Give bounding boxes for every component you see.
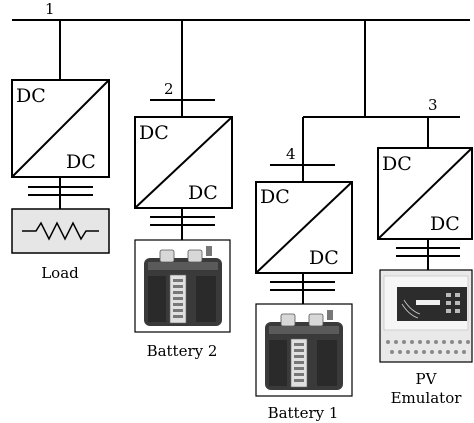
resistor-zigzag-icon bbox=[22, 221, 99, 241]
battery2-converter-bottom-label: DC bbox=[188, 182, 218, 204]
battery2-converter-top-label: DC bbox=[139, 122, 169, 144]
battery2-converter-diagonal bbox=[134, 116, 233, 209]
battery2-caption: Battery 2 bbox=[147, 342, 218, 360]
load-converter-top-label: DC bbox=[16, 85, 46, 107]
pv-converter-bottom-label: DC bbox=[430, 213, 460, 235]
battery1-image bbox=[255, 303, 353, 397]
battery2-image bbox=[134, 239, 231, 333]
pv-caption-line2: Emulator bbox=[391, 389, 463, 407]
load-converter-diagonal bbox=[11, 79, 110, 178]
load-resistor bbox=[11, 208, 110, 254]
pv-converter-box bbox=[377, 147, 473, 240]
bus-3-label: 3 bbox=[428, 96, 438, 114]
pv-emulator-image bbox=[379, 269, 473, 363]
bus-2-label: 2 bbox=[164, 80, 174, 98]
load-converter-bottom-label: DC bbox=[66, 151, 96, 173]
wiring bbox=[11, 19, 473, 304]
pv-caption-line1: PV bbox=[416, 370, 438, 388]
pv-converter-top-label: DC bbox=[382, 153, 412, 175]
battery2-converter-box bbox=[134, 116, 233, 209]
bus-1-label: 1 bbox=[45, 0, 55, 18]
battery1-converter-diagonal bbox=[255, 181, 353, 274]
bus-4-label: 4 bbox=[286, 145, 296, 163]
pv-converter-diagonal bbox=[377, 147, 473, 240]
battery1-caption: Battery 1 bbox=[268, 404, 339, 422]
load-caption: Load bbox=[41, 264, 79, 282]
battery1-converter-top-label: DC bbox=[260, 186, 290, 208]
battery1-converter-bottom-label: DC bbox=[309, 247, 339, 269]
